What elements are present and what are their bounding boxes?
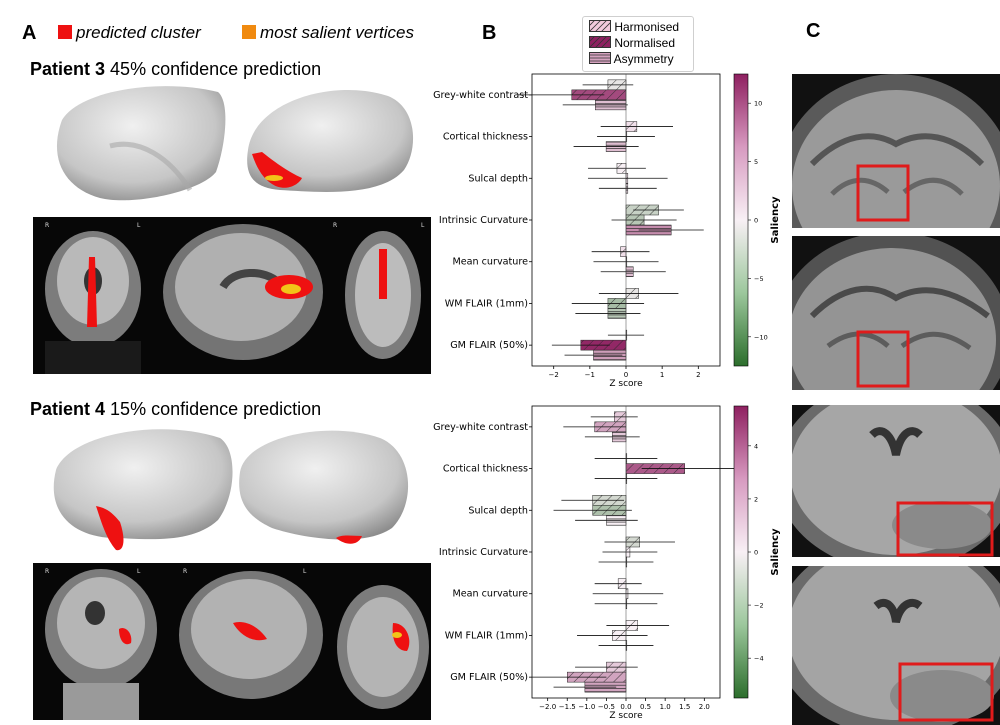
category-label: Cortical thickness — [443, 132, 528, 143]
panel-a-letter: A — [22, 22, 37, 44]
colorbar-tick-label: 0 — [754, 217, 758, 225]
category-label: WM FLAIR (1mm) — [445, 298, 528, 309]
panel-b-letter: B — [482, 22, 497, 44]
x-tick-label: −2.0 — [539, 703, 556, 711]
x-tick-label: 1.0 — [660, 703, 671, 711]
harmonised-swatch — [582, 19, 614, 33]
slice-label-l: L — [137, 222, 141, 229]
slice-label-r: R — [45, 222, 49, 229]
category-label: WM FLAIR (1mm) — [445, 630, 528, 641]
legend-item-asymmetry: Asymmetry — [589, 52, 674, 67]
slice-label-l: L — [421, 222, 425, 229]
patient4-title: Patient 4 15% confidence prediction — [30, 399, 322, 419]
surface-medial — [53, 429, 233, 540]
x-axis-label: Z score — [609, 711, 643, 721]
slice-label-l: L — [303, 568, 307, 575]
category-label: Cortical thickness — [443, 464, 528, 475]
colorbar-tick-label: 0 — [754, 549, 758, 557]
cluster-swatch — [58, 25, 72, 39]
x-tick-label: −1.0 — [578, 703, 595, 711]
colorbar-label: Saliency — [770, 196, 780, 244]
highlight-box — [856, 330, 910, 388]
slice-label-l: L — [137, 568, 141, 575]
highlight-box — [896, 501, 994, 557]
cluster-overlay — [252, 152, 302, 188]
colorbar-tick-label: −10 — [754, 333, 768, 341]
category-label: Mean curvature — [452, 589, 528, 600]
coronal-mri-2 — [792, 236, 1000, 390]
slice-label-r: R — [333, 222, 337, 229]
x-tick-label: −0.5 — [598, 703, 615, 711]
x-tick-label: 1.5 — [679, 703, 690, 711]
coronal-mri-3 — [792, 405, 1000, 557]
category-label: GM FLAIR (50%) — [450, 340, 528, 351]
patient3-inflated-surfaces — [56, 86, 414, 201]
category-label: Sulcal depth — [468, 173, 528, 184]
x-tick-label: 0.0 — [620, 703, 631, 711]
legend-salient-vertices: most salient vertices — [242, 23, 414, 43]
coronal-mri-4 — [792, 566, 1000, 725]
slice-label-r: R — [45, 568, 49, 575]
highlight-box — [856, 164, 910, 222]
legend-predicted-cluster: predicted cluster — [58, 23, 201, 43]
x-tick-label: 2.0 — [699, 703, 710, 711]
patient3-mri-slices: R L R L — [33, 217, 431, 374]
colorbar-tick-label: 10 — [754, 100, 762, 108]
surface-lateral — [247, 90, 414, 192]
category-label: Mean curvature — [452, 257, 528, 268]
asymmetry-swatch — [589, 52, 611, 64]
legend-item-normalised: Normalised — [582, 35, 675, 51]
colorbar-tick-label: −2 — [754, 602, 764, 610]
salient-overlay — [265, 175, 283, 181]
category-label: Grey-white contrast — [433, 90, 528, 101]
x-tick-label: 2 — [696, 371, 700, 379]
colorbar-tick-label: −5 — [754, 275, 764, 283]
patient3-title: Patient 3 45% confidence prediction — [30, 59, 322, 79]
salient-swatch — [242, 25, 256, 39]
chart-legend: Harmonised Normalised Asymmetry — [582, 16, 694, 72]
colorbar — [733, 405, 749, 699]
colorbar-tick-label: −4 — [754, 655, 764, 663]
colorbar-tick-label: 5 — [754, 158, 758, 166]
category-label: Grey-white contrast — [433, 422, 528, 433]
slice-label-r: R — [183, 568, 187, 575]
colorbar-tick-label: 4 — [754, 442, 758, 450]
surface-medial — [56, 86, 226, 201]
category-label: GM FLAIR (50%) — [450, 672, 528, 683]
category-label: Sulcal depth — [468, 505, 528, 516]
surface-lateral — [239, 430, 409, 540]
x-tick-label: −1 — [585, 371, 595, 379]
x-tick-label: 1 — [660, 371, 664, 379]
x-tick-label: −2 — [549, 371, 559, 379]
panel-c-letter: C — [806, 20, 821, 42]
coronal-mri-1 — [792, 74, 1000, 228]
x-tick-label: 0 — [624, 371, 628, 379]
colorbar-label: Saliency — [770, 528, 780, 576]
x-tick-label: 0.5 — [640, 703, 651, 711]
patient4-inflated-surfaces — [53, 429, 409, 551]
x-tick-label: −1.5 — [559, 703, 576, 711]
highlight-box — [898, 662, 994, 722]
cluster-overlay — [96, 506, 124, 551]
colorbar — [733, 73, 749, 367]
x-axis-label: Z score — [609, 379, 643, 389]
patient4-mri-slices: R L R L — [33, 563, 431, 720]
category-label: Intrinsic Curvature — [439, 215, 528, 226]
legend-item-harmonised: Harmonised — [582, 19, 679, 35]
normalised-swatch — [582, 35, 614, 49]
colorbar-tick-label: 2 — [754, 495, 758, 503]
category-label: Intrinsic Curvature — [439, 547, 528, 558]
